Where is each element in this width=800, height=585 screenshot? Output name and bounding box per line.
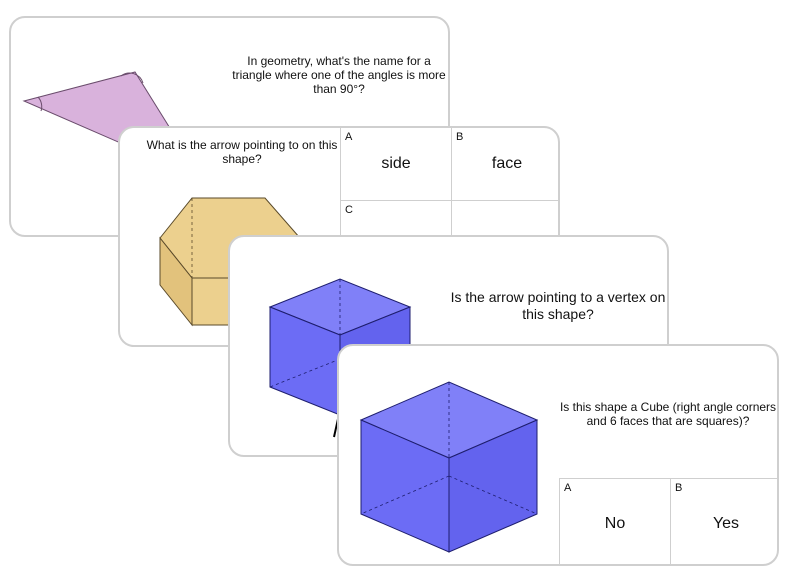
question-text: In geometry, what's the name for a trian… xyxy=(232,54,446,96)
question-text: Is the arrow pointing to a vertex on thi… xyxy=(450,289,666,322)
answer-text: face xyxy=(491,155,523,172)
question-text: Is this shape a Cube (right angle corner… xyxy=(559,400,777,428)
answer-text: No xyxy=(604,514,626,532)
answer-text: side xyxy=(381,155,411,172)
cube-icon xyxy=(359,381,539,553)
answer-text: Yes xyxy=(712,514,740,532)
question-card-4[interactable]: Is this shape a Cube (right angle corner… xyxy=(337,344,779,566)
question-text: What is the arrow pointing to on this sh… xyxy=(146,138,338,166)
